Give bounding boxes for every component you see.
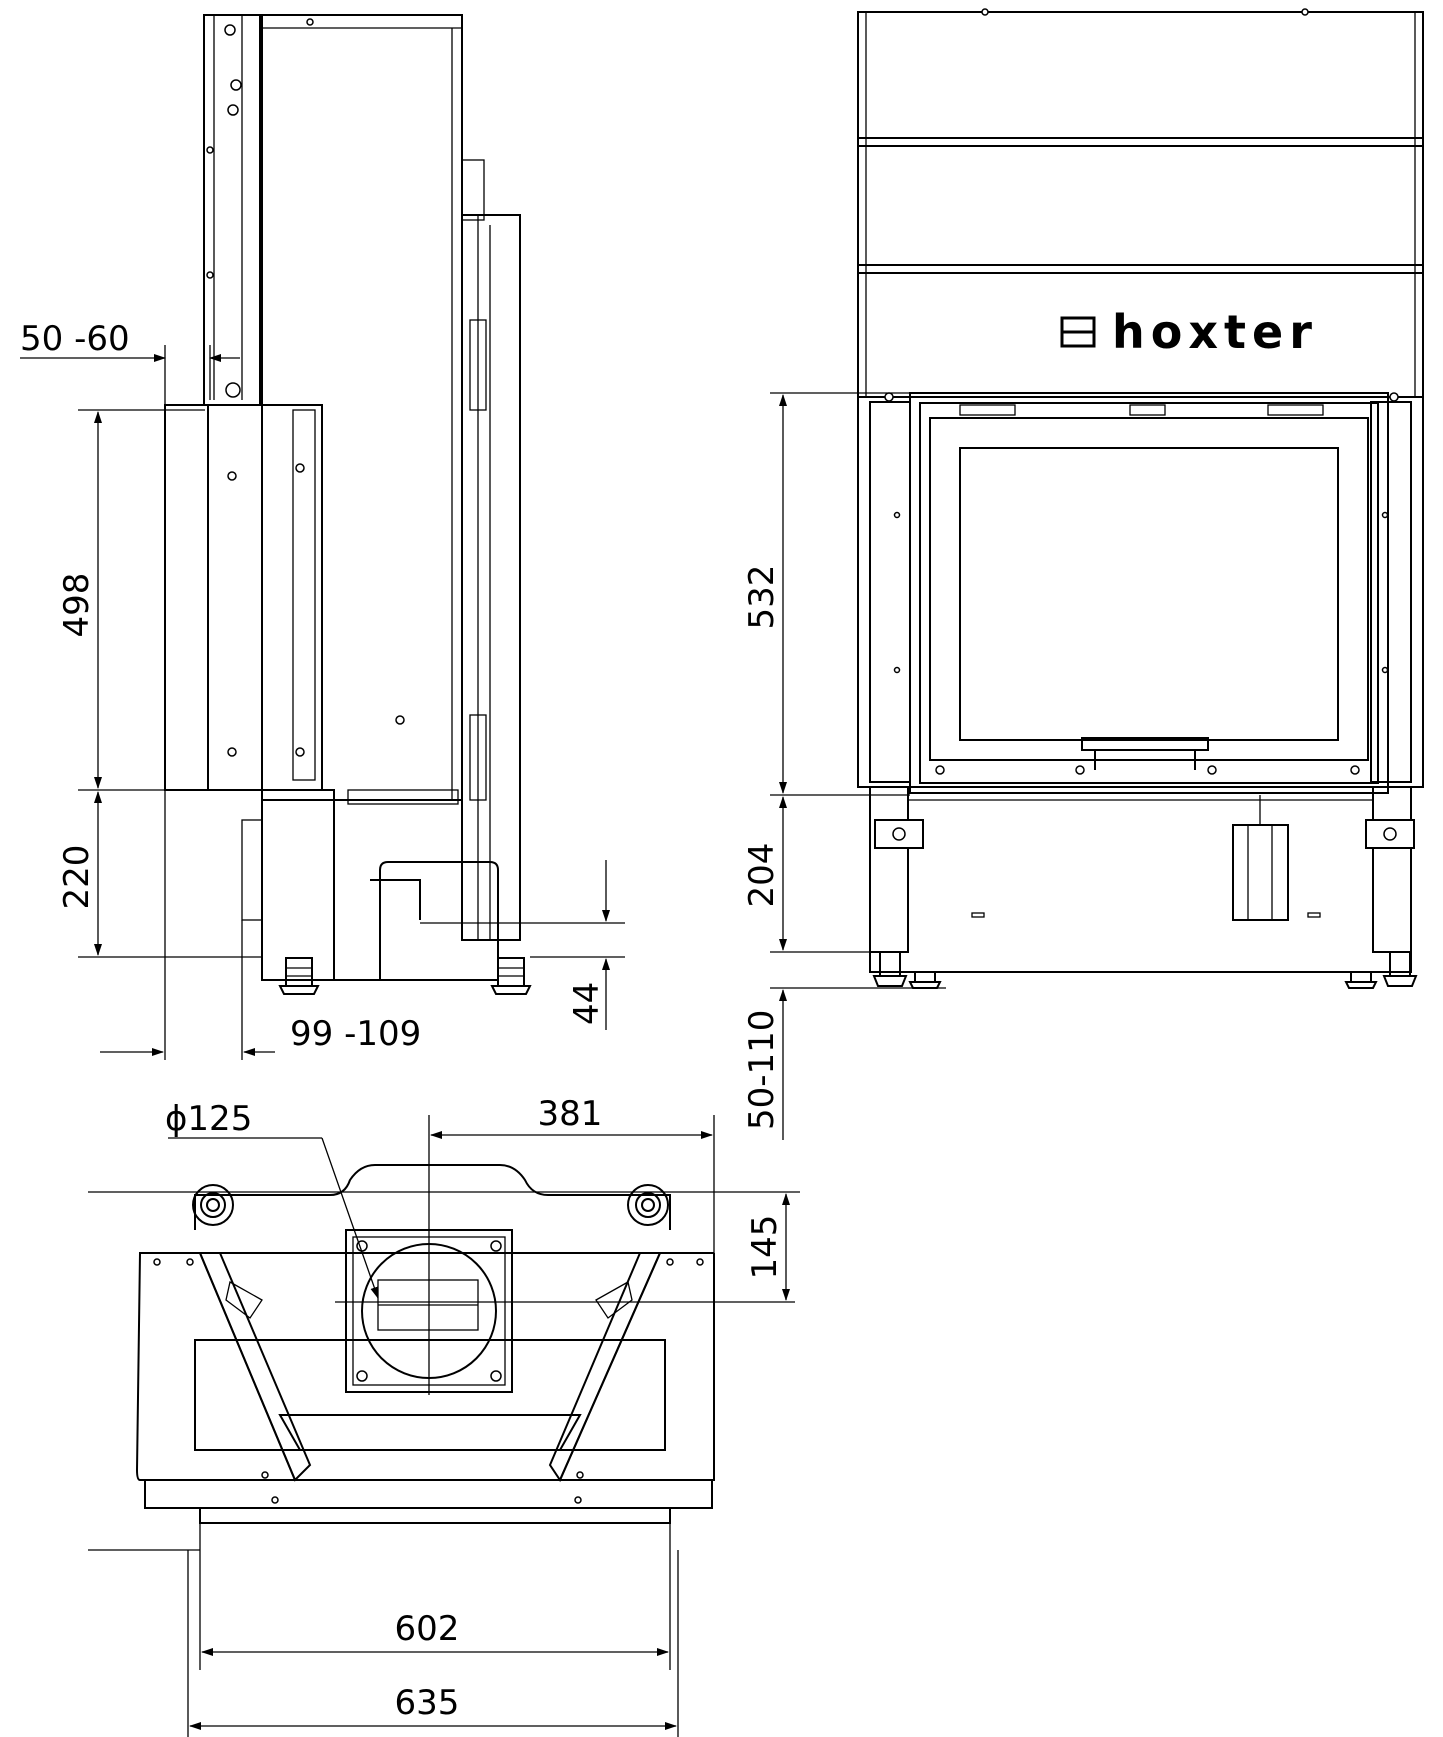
side-view-screws <box>206 18 405 757</box>
dimension-flue-offset-y: 145 <box>88 1191 800 1301</box>
dimension-rear-offset-label: 99 -109 <box>290 1014 421 1054</box>
dimension-foot-height-label: 44 <box>567 982 607 1025</box>
front-view: hoxter <box>742 8 1424 1140</box>
dimension-flue-offset-x: 381 <box>430 1094 715 1253</box>
dimension-flue-offset-label: 50 -60 <box>20 319 130 359</box>
dimension-outer-width-label: 635 <box>395 1683 460 1723</box>
dimension-rear-offset: 99 -109 <box>100 810 421 1060</box>
dimension-door-height: 532 <box>742 392 910 796</box>
dimension-leg-adjust: 50-110 <box>742 987 946 1140</box>
top-view-screws <box>153 1258 704 1504</box>
dimension-outer-width: 635 <box>187 1550 679 1737</box>
dimension-flue-diameter-label: ϕ125 <box>165 1099 252 1139</box>
dimension-vertical-opening-label: 498 <box>57 573 97 638</box>
dimension-flue-offset: 50 -60 <box>20 319 240 810</box>
dimension-flue-offset-x-label: 381 <box>538 1094 603 1134</box>
front-view-screws <box>884 8 1399 775</box>
side-view-feet <box>278 957 532 995</box>
dimension-base-height: 204 <box>742 796 880 953</box>
dimension-foot-height: 44 <box>420 860 625 1030</box>
front-view-feet <box>872 951 1418 989</box>
hoxter-logo: hoxter <box>1060 305 1318 359</box>
dimension-vertical-base-label: 220 <box>57 845 97 910</box>
top-view-spigots <box>192 1184 669 1226</box>
dimension-vertical-opening: 498 <box>57 409 205 791</box>
top-view: ϕ125 381 145 602 <box>88 1094 800 1737</box>
side-view: 50 -60 498 220 99 -109 <box>20 14 625 1060</box>
logo-text: hoxter <box>1112 305 1318 359</box>
dimension-base-height-label: 204 <box>742 843 782 908</box>
dimension-flue-offset-y-label: 145 <box>745 1215 785 1280</box>
dimension-door-height-label: 532 <box>742 565 782 630</box>
dimension-flue-diameter: ϕ125 <box>165 1099 379 1299</box>
dimension-inner-width: 602 <box>88 1523 671 1670</box>
dimension-leg-adjust-label: 50-110 <box>742 1010 782 1130</box>
dimension-inner-width-label: 602 <box>395 1609 460 1649</box>
dimension-vertical-base: 220 <box>57 791 262 958</box>
